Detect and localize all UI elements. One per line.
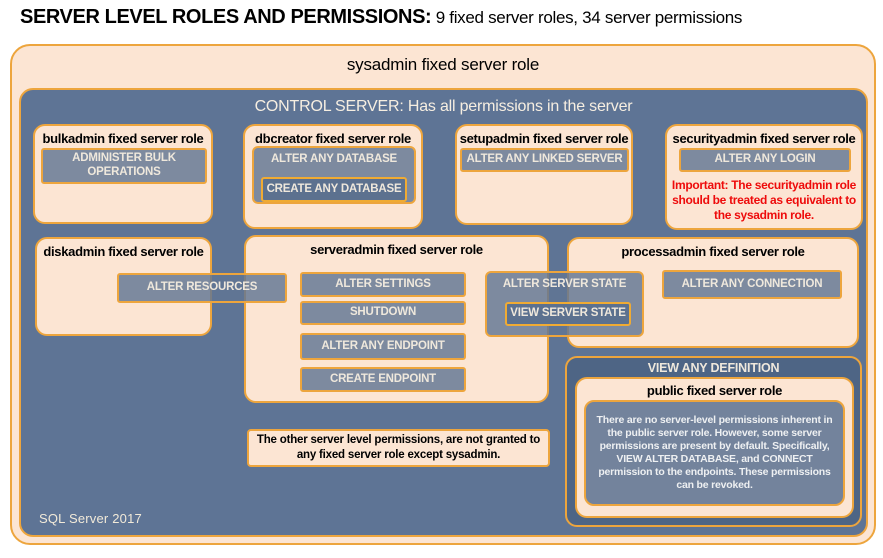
role-box-bulkadmin: bulkadmin fixed server role ADMINISTER B… [33, 124, 213, 224]
role-box-setupadmin: setupadmin fixed server role ALTER ANY L… [455, 124, 633, 225]
sysadmin-role-title: sysadmin fixed server role [346, 55, 540, 74]
role-box-public: public fixed server role There are no se… [575, 377, 854, 518]
permission-view-any-definition-label: VIEW ANY DEFINITION [647, 361, 780, 375]
public-role-note: There are no server-level permissions in… [584, 400, 845, 506]
permission-shutdown: SHUTDOWN [300, 301, 466, 325]
serveradmin-role-title: serveradmin fixed server role [310, 242, 483, 257]
dbcreator-role-title: dbcreator fixed server role [255, 131, 411, 146]
permission-create-any-database: CREATE ANY DATABASE [261, 177, 407, 202]
permission-alter-any-linked-server: ALTER ANY LINKED SERVER [460, 148, 629, 172]
permission-create-endpoint: CREATE ENDPOINT [300, 367, 466, 392]
public-role-title: public fixed server role [646, 383, 783, 398]
permission-alter-resources: ALTER RESOURCES [117, 273, 287, 303]
permission-alter-any-database-label: ALTER ANY DATABASE [270, 153, 398, 165]
control-server-title: CONTROL SERVER: Has all permissions in t… [254, 98, 633, 115]
permission-alter-server-state-label: ALTER SERVER STATE [502, 278, 627, 290]
permission-alter-any-connection: ALTER ANY CONNECTION [662, 270, 842, 299]
control-server-box: CONTROL SERVER: Has all permissions in t… [19, 88, 868, 537]
setupadmin-role-title: setupadmin fixed server role [459, 131, 629, 146]
page-title-main: SERVER LEVEL ROLES AND PERMISSIONS: [20, 6, 432, 28]
permission-alter-server-state: ALTER SERVER STATE VIEW SERVER STATE [485, 271, 644, 337]
processadmin-role-title: processadmin fixed server role [621, 244, 805, 259]
permission-alter-any-endpoint: ALTER ANY ENDPOINT [300, 333, 466, 360]
permission-alter-any-login: ALTER ANY LOGIN [679, 148, 851, 172]
securityadmin-warning-text: Important: The securityadmin role should… [671, 178, 857, 223]
sql-server-version-label: SQL Server 2017 [39, 511, 142, 526]
permission-alter-any-database: ALTER ANY DATABASE CREATE ANY DATABASE [252, 146, 416, 204]
role-box-securityadmin: securityadmin fixed server role ALTER AN… [665, 124, 863, 230]
permission-view-server-state: VIEW SERVER STATE [505, 302, 631, 326]
bulkadmin-role-title: bulkadmin fixed server role [42, 131, 204, 146]
role-box-dbcreator: dbcreator fixed server role ALTER ANY DA… [243, 124, 423, 229]
permission-alter-settings: ALTER SETTINGS [300, 272, 466, 297]
securityadmin-role-title: securityadmin fixed server role [672, 131, 856, 146]
page-title-subtitle: 9 fixed server roles, 34 server permissi… [431, 8, 743, 27]
diskadmin-role-title: diskadmin fixed server role [43, 244, 204, 259]
footnote-box: The other server level permissions, are … [247, 429, 550, 467]
permission-administer-bulk-operations: ADMINISTER BULK OPERATIONS [41, 148, 207, 184]
role-box-sysadmin: sysadmin fixed server role CONTROL SERVE… [10, 44, 876, 545]
page-title: SERVER LEVEL ROLES AND PERMISSIONS: 9 fi… [20, 6, 742, 29]
permission-view-any-definition: VIEW ANY DEFINITION public fixed server … [565, 356, 862, 527]
